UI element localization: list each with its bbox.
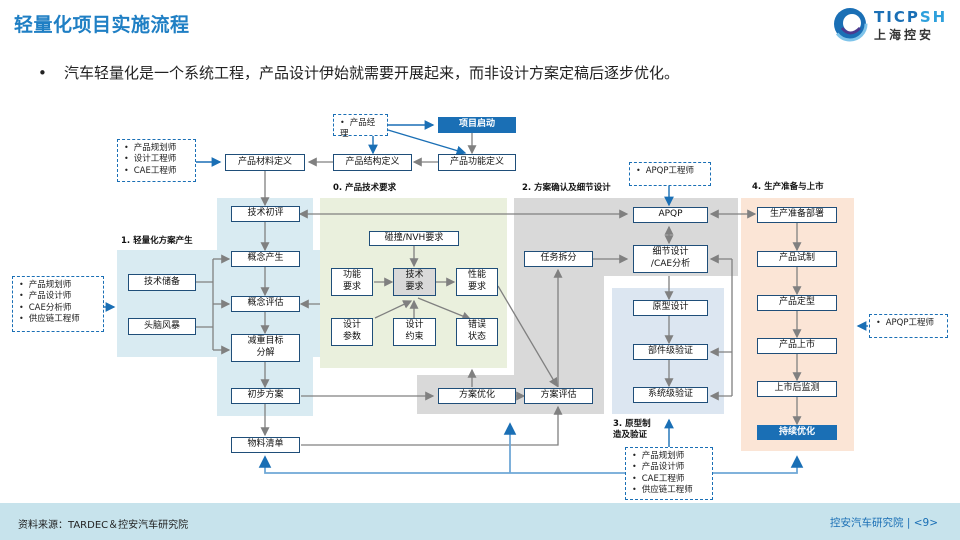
stage2-apqp-roles-box: APQP工程师 [629,162,711,186]
weight-target-box[interactable]: 减重目标 分解 [231,334,300,362]
production-prep-box[interactable]: 生产准备部署 [757,207,837,223]
stage4-apqp-roles-box: APQP工程师 [869,314,948,338]
task-breakdown-box[interactable]: 任务拆分 [524,251,593,267]
stage1-label: 1. 轻量化方案产生 [121,236,193,246]
footer-bar: 资料来源：TARDEC＆控安汽车研究院 控安汽车研究院 | <9> [0,503,960,540]
product-structure-def-box[interactable]: 产品结构定义 [333,154,412,171]
stage3-label: 3. 原型制 造及验证 [613,419,651,441]
role-item: 产品规划师 [124,143,189,154]
stage4-region [741,198,854,451]
product-launch-box[interactable]: 产品上市 [757,338,837,354]
role-item: APQP工程师 [876,318,941,329]
role-item: APQP工程师 [636,166,704,177]
role-item: 产品设计师 [19,291,97,302]
stage1-roles-box: 产品规划师 产品设计师 CAE分析师 供应链工程师 [12,276,104,332]
role-item: 供应链工程师 [19,314,97,325]
bom-box[interactable]: 物料清单 [231,437,300,453]
performance-req-box[interactable]: 性能 要求 [456,268,498,296]
summary-bullet: • 汽车轻量化是一个系统工程，产品设计伊始就需要开展起来，而非设计方案定稿后逐步优… [38,62,679,83]
detail-design-box[interactable]: 细节设计 /CAE分析 [633,245,708,273]
misuse-state-box[interactable]: 错误 状态 [456,318,498,346]
tech-reserve-box[interactable]: 技术储备 [128,274,196,291]
role-item: CAE工程师 [124,166,189,177]
post-launch-monitor-box[interactable]: 上市后监测 [757,381,837,397]
role-item: 产品规划师 [632,451,706,462]
concept-evaluation-box[interactable]: 概念评估 [231,296,300,312]
product-function-def-box[interactable]: 产品功能定义 [438,154,516,171]
brainstorm-box[interactable]: 头脑风暴 [128,318,196,335]
system-validation-box[interactable]: 系统级验证 [633,387,708,403]
preliminary-plan-box[interactable]: 初步方案 [231,388,300,404]
role-item: 设计工程师 [124,154,189,165]
design-constraints-box[interactable]: 设计 约束 [393,318,436,346]
plan-optimization-box[interactable]: 方案优化 [438,388,516,404]
plan-evaluation-box[interactable]: 方案评估 [524,388,593,404]
bullet-marker: • [38,64,47,82]
footer-org-page: 控安汽车研究院 | <9> [830,515,938,530]
pm-roles-box: 产品经理 [333,114,388,139]
product-material-def-box[interactable]: 产品材料定义 [225,154,305,171]
company-logo: TICPSH 上海控安 [832,6,947,44]
tech-initial-review-box[interactable]: 技术初评 [231,206,300,222]
stage3-roles-box: 产品规划师 产品设计师 CAE工程师 供应链工程师 [625,447,713,500]
product-finalize-box[interactable]: 产品定型 [757,295,837,311]
logo-swirl-icon [832,6,868,42]
footer-separator: | [906,517,911,529]
tech-req-box[interactable]: 技术 要求 [393,268,436,296]
material-roles-box: 产品规划师 设计工程师 CAE工程师 [117,139,196,182]
logo-subtitle: 上海控安 [874,28,935,42]
role-item: 供应链工程师 [632,485,706,496]
function-req-box[interactable]: 功能 要求 [331,268,373,296]
apqp-box[interactable]: APQP [633,207,708,223]
stage2-label: 2. 方案确认及细节设计 [522,183,611,193]
concept-generation-box[interactable]: 概念产生 [231,251,300,267]
role-item: 产品设计师 [632,462,706,473]
project-start-box[interactable]: 项目启动 [438,117,516,133]
stage4-label: 4. 生产准备与上市 [752,182,824,192]
component-validation-box[interactable]: 部件级验证 [633,344,708,360]
design-params-box[interactable]: 设计 参数 [331,318,373,346]
page-title: 轻量化项目实施流程 [14,14,190,36]
trial-production-box[interactable]: 产品试制 [757,251,837,267]
role-item: 产品经理 [340,118,381,141]
stage0-label: 0. 产品技术要求 [333,183,397,193]
role-item: CAE工程师 [632,474,706,485]
continuous-optimization-box[interactable]: 持续优化 [757,425,837,440]
logo-wordmark: TICPSH [874,8,948,26]
prototype-design-box[interactable]: 原型设计 [633,300,708,316]
org-name: 控安汽车研究院 [829,517,904,529]
crash-nvh-req-box[interactable]: 碰撞/NVH要求 [369,231,459,246]
role-item: CAE分析师 [19,303,97,314]
summary-text: 汽车轻量化是一个系统工程，产品设计伊始就需要开展起来，而非设计方案定稿后逐步优化… [64,64,680,82]
role-item: 产品规划师 [19,280,97,291]
page-number: <9> [913,517,938,529]
source-citation: 资料来源：TARDEC＆控安汽车研究院 [18,520,189,531]
